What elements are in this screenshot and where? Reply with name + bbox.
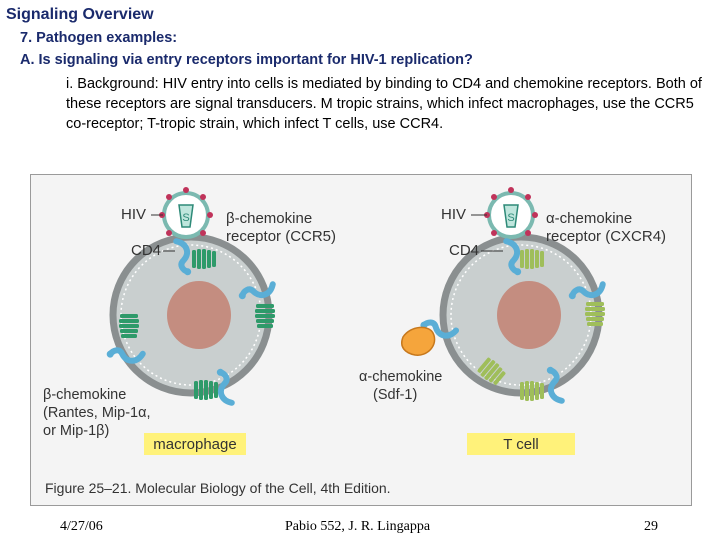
macrophage-cell: S HIV β-chemokine receptor (CCR5) CD4 β-…	[43, 187, 336, 455]
alpha-chemokine-label-line1: α-chemokine	[359, 369, 442, 385]
beta-chemokine-label-line2: (Rantes, Mip-1α,	[43, 405, 151, 421]
cxcr4-receptor-right	[585, 302, 605, 326]
footer-course: Pabio 552, J. R. Lingappa	[285, 519, 431, 534]
ccr5-label-line1: β-chemokine	[226, 210, 312, 227]
hiv-label-left: HIV	[121, 206, 146, 223]
slide-title: Signaling Overview	[6, 6, 154, 23]
ccr5-receptor-right	[255, 304, 275, 328]
beta-chemokine-label-line1: β-chemokine	[43, 387, 126, 403]
section-heading: 7. Pathogen examples:	[20, 30, 178, 46]
ccr5-receptor-left	[119, 314, 139, 338]
cxcr4-label-line2: receptor (CXCR4)	[546, 228, 666, 245]
cxcr4-label-line1: α-chemokine	[546, 210, 632, 227]
hiv-label-right: HIV	[441, 206, 466, 223]
question-line: A. Is signaling via entry receptors impo…	[20, 52, 473, 68]
footer-page-number: 29	[644, 519, 658, 534]
tcell-label-box	[467, 433, 575, 455]
tcell-label: T cell	[503, 436, 539, 453]
ccr5-receptor-bottom	[194, 380, 218, 400]
svg-text:S: S	[507, 212, 514, 224]
sdf1-ligand-icon	[401, 326, 436, 356]
macrophage-label: macrophage	[153, 436, 236, 453]
macrophage-label-box	[144, 433, 246, 455]
cd4-label-right: CD4	[449, 242, 479, 259]
tcell-cell: S HIV α-chemokine receptor (CXCR4) CD4 α…	[359, 187, 666, 455]
figure-caption: Figure 25–21. Molecular Biology of the C…	[45, 480, 391, 496]
figure-diagram: S HIV β-chemokine receptor (CCR5) CD4 β-…	[43, 187, 666, 496]
cxcr4-receptor-top	[520, 249, 544, 269]
alpha-chemokine-label-line2: (Sdf-1)	[373, 387, 417, 403]
hiv-virion-icon: S	[159, 187, 213, 239]
svg-text:S: S	[182, 212, 189, 224]
cd4-label-left: CD4	[131, 242, 161, 259]
cxcr4-receptor-bottom	[520, 381, 544, 401]
ccr5-label-line2: receptor (CCR5)	[226, 228, 336, 245]
ccr5-receptor-top	[192, 249, 216, 269]
background-paragraph: i. Background: HIV entry into cells is m…	[66, 76, 702, 132]
footer-date: 4/27/06	[60, 519, 103, 534]
beta-chemokine-label-line3: or Mip-1β)	[43, 423, 109, 439]
hiv-virion-icon: S	[484, 187, 538, 239]
tcell-nucleus	[497, 281, 561, 349]
figure-panel: S HIV β-chemokine receptor (CCR5) CD4 β-…	[30, 174, 692, 506]
macrophage-nucleus	[167, 281, 231, 349]
